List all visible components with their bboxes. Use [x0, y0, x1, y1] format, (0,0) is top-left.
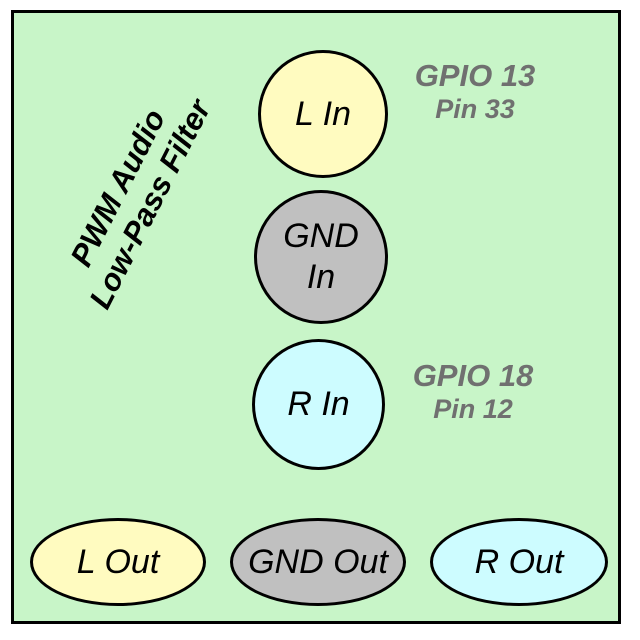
gnd-in-label-line1: GND [283, 217, 359, 256]
l-in-label: L In [294, 94, 352, 133]
r-out-pad: R Out [430, 518, 608, 606]
r-out-label: R Out [474, 542, 564, 581]
r-in-pad: R In [252, 339, 385, 470]
gpio13-label: GPIO 13 Pin 33 [398, 58, 552, 125]
gpio18-pin-text: Pin 12 [433, 393, 513, 424]
gpio13-gpio-text: GPIO 13 [414, 58, 536, 93]
gnd-out-pad: GND Out [230, 518, 406, 606]
gnd-out-label: GND Out [248, 542, 388, 581]
l-out-pad: L Out [30, 518, 206, 606]
l-out-label: L Out [76, 542, 160, 581]
gnd-in-pad: GND In [254, 190, 388, 324]
gpio13-pin-text: Pin 33 [435, 93, 515, 124]
l-in-pad: L In [258, 50, 388, 178]
r-in-label: R In [287, 385, 350, 424]
gnd-in-label-line2: In [306, 258, 336, 296]
gpio18-label: GPIO 18 Pin 12 [396, 358, 550, 425]
gpio18-gpio-text: GPIO 18 [412, 358, 534, 393]
